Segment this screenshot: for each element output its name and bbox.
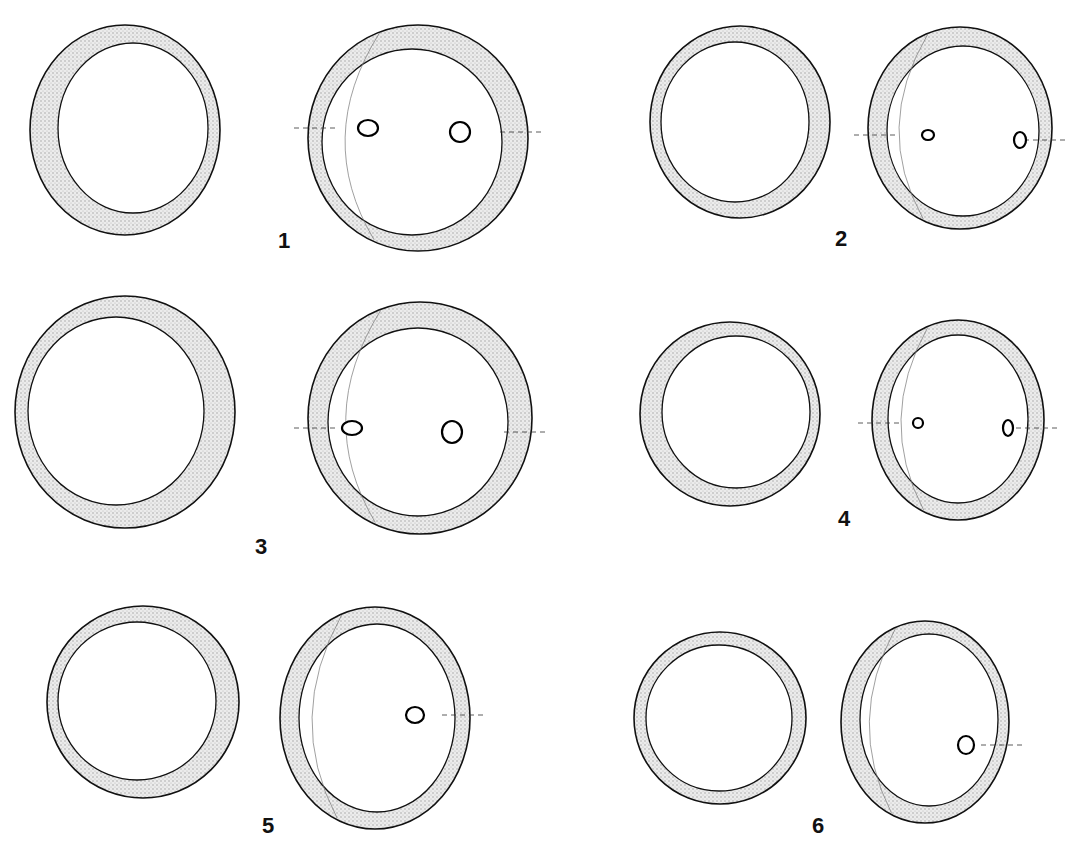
ring-inner-edge — [28, 317, 204, 505]
ring-band — [308, 302, 532, 534]
ring-outer-edge — [47, 606, 239, 798]
perforation-hole — [358, 120, 378, 136]
perforation-hole — [922, 130, 934, 140]
ring — [868, 27, 1052, 229]
axis-tick — [858, 423, 900, 424]
ring-outer-edge — [15, 296, 235, 528]
ring-inner-edge — [661, 42, 809, 202]
ring-outer-edge — [308, 302, 532, 534]
ring-inner-edge — [662, 336, 810, 488]
axis-tick — [1016, 428, 1058, 429]
seam-line — [346, 310, 381, 522]
ring-outer-edge — [634, 632, 806, 804]
ring — [308, 25, 528, 251]
ring-outer-edge — [308, 25, 528, 251]
perforation-hole — [406, 707, 424, 723]
figure-number: 5 — [262, 815, 274, 837]
seam-line — [312, 615, 342, 818]
perforation-hole — [450, 122, 470, 142]
ring — [841, 621, 1009, 823]
seam-line — [345, 33, 379, 240]
ring-inner-edge — [328, 328, 508, 516]
axis-tick — [294, 128, 336, 129]
ring-inner-edge — [58, 43, 208, 213]
ring-outer-edge — [872, 320, 1044, 520]
perforation-hole — [1014, 132, 1026, 148]
figure-number: 6 — [812, 815, 824, 837]
figure-number: 1 — [278, 230, 290, 252]
axis-tick — [981, 745, 1023, 746]
ring-band — [47, 606, 239, 798]
ring — [308, 302, 532, 534]
ring-band — [15, 296, 235, 528]
seam-line — [901, 327, 928, 510]
ring-band — [280, 607, 470, 829]
figure-number: 3 — [255, 536, 267, 558]
ring-band — [30, 25, 220, 235]
ring-band — [650, 26, 830, 218]
seam-line — [899, 34, 928, 219]
ring-inner-edge — [646, 645, 792, 791]
ring-outer-edge — [280, 607, 470, 829]
ring-band — [308, 25, 528, 251]
ring — [650, 26, 830, 218]
ring — [872, 320, 1044, 520]
ring-outer-edge — [650, 26, 830, 218]
seam-line — [869, 628, 895, 813]
axis-tick — [294, 428, 336, 429]
ring-band — [640, 322, 820, 506]
ring-band — [841, 621, 1009, 823]
perforation-hole — [958, 736, 974, 754]
ring-outer-edge — [640, 322, 820, 506]
perforation-hole — [342, 421, 362, 435]
ring-inner-edge — [58, 622, 216, 780]
ring-inner-edge — [322, 49, 502, 235]
ring-inner-edge — [888, 335, 1028, 503]
figure-number: 4 — [838, 508, 850, 530]
ring-band — [872, 320, 1044, 520]
ring-outer-edge — [30, 25, 220, 235]
ring-band — [868, 27, 1052, 229]
axis-tick — [442, 715, 484, 716]
ring-outer-edge — [841, 621, 1009, 823]
ring — [15, 296, 235, 528]
perforation-hole — [1003, 420, 1013, 436]
axis-tick — [500, 132, 542, 133]
ring — [640, 322, 820, 506]
ring — [280, 607, 470, 829]
ring — [30, 25, 220, 235]
ring-outer-edge — [868, 27, 1052, 229]
axis-tick — [854, 135, 896, 136]
perforation-hole — [442, 421, 462, 443]
ring — [634, 632, 806, 804]
ring-band — [634, 632, 806, 804]
axis-tick — [504, 432, 546, 433]
figure-number: 2 — [835, 228, 847, 250]
ring-inner-edge — [860, 634, 998, 806]
perforation-hole — [913, 418, 923, 428]
axis-tick — [1024, 140, 1066, 141]
ring — [47, 606, 239, 798]
